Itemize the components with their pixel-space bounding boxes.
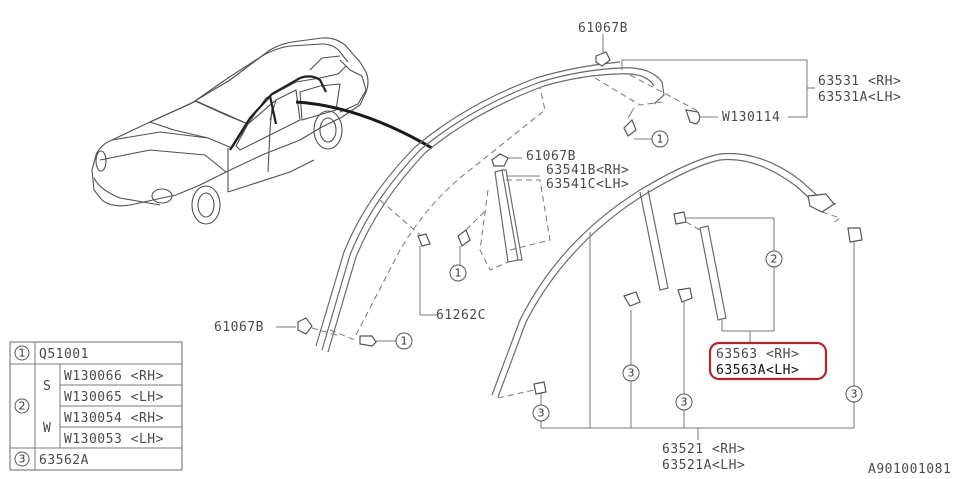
table-part-w130065: W130065 <LH> — [64, 390, 164, 405]
callout-1-middle — [449, 264, 467, 282]
roof-molding-assembly — [315, 61, 701, 353]
label-63531-rh: 63531 <RH> — [818, 74, 901, 89]
clip-w130114: W130114 — [685, 109, 780, 125]
svg-text:1: 1 — [401, 335, 408, 348]
roof-molding-label-group: 63531 <RH> 63531A<LH> — [621, 59, 901, 118]
svg-text:1: 1 — [455, 267, 462, 280]
weatherstrip-frame: 63521 <RH> 63521A<LH> — [491, 152, 855, 473]
label-63531a-lh: 63531A<LH> — [818, 90, 901, 105]
label-63541b-rh: 63541B<RH> — [546, 163, 629, 178]
label-63521a-lh: 63521A<LH> — [662, 458, 745, 473]
svg-text:1: 1 — [657, 133, 664, 146]
label-63563-rh: 63563 <RH> — [716, 347, 799, 362]
front-clip-assembly: 61067B 1 — [214, 317, 413, 350]
callout-3-b — [622, 364, 640, 382]
callout-1-front — [395, 332, 413, 350]
table-callout-1 — [14, 345, 30, 361]
table-callout-3 — [14, 451, 30, 467]
svg-text:3: 3 — [851, 388, 858, 401]
svg-text:3: 3 — [538, 407, 545, 420]
nut-61262c: 61262C — [417, 233, 486, 323]
car-illustration — [91, 37, 433, 225]
callout-3-c — [675, 393, 693, 411]
weatherstrip-clips: 3 3 3 3 — [497, 227, 863, 422]
highlight-box — [708, 341, 828, 381]
label-63541c-lh: 63541C<LH> — [546, 177, 629, 192]
label-61067b-top: 61067B — [578, 21, 628, 36]
callout-3-d — [845, 385, 863, 403]
highlighted-part-label[interactable]: 63563 <RH> 63563A<LH> — [708, 341, 828, 381]
clip-61067b-top: 61067B — [578, 21, 628, 67]
svg-text:3: 3 — [19, 453, 26, 466]
table-group-w: W — [43, 421, 51, 436]
table-part-63562a: 63562A — [39, 453, 89, 468]
svg-text:3: 3 — [681, 396, 688, 409]
svg-text:3: 3 — [628, 367, 635, 380]
label-61067b-front: 61067B — [214, 320, 264, 335]
table-part-w130053: W130053 <LH> — [64, 432, 164, 447]
svg-text:1: 1 — [19, 347, 26, 360]
label-63521-rh: 63521 <RH> — [662, 442, 745, 457]
label-w130114: W130114 — [722, 110, 780, 125]
screw-middle: 1 — [449, 209, 487, 282]
pointer-arrow — [295, 100, 433, 150]
sash-63563: 2 — [673, 211, 783, 343]
table-group-s: S — [43, 379, 51, 394]
screw-top: 1 — [623, 107, 669, 148]
callout-1-top — [651, 130, 669, 148]
diagram-reference-code: A901001081 — [868, 462, 951, 477]
legend-table: 1 Q51001 2 S W W130066 <RH> W130065 <LH>… — [9, 341, 183, 471]
table-part-w130054: W130054 <RH> — [64, 411, 164, 426]
label-61262c: 61262C — [436, 308, 486, 323]
table-callout-2 — [14, 398, 30, 414]
pillar-cover-63541: 61067B 63541B<RH> 63541C<LH> — [479, 149, 629, 271]
svg-text:2: 2 — [19, 400, 26, 413]
svg-text:2: 2 — [771, 253, 778, 266]
label-63563a-lh: 63563A<LH> — [716, 363, 799, 378]
callout-3-a — [532, 404, 550, 422]
label-61067b-pillar: 61067B — [526, 149, 576, 164]
table-part-w130066: W130066 <RH> — [64, 369, 164, 384]
table-part-q51001: Q51001 — [39, 347, 89, 362]
